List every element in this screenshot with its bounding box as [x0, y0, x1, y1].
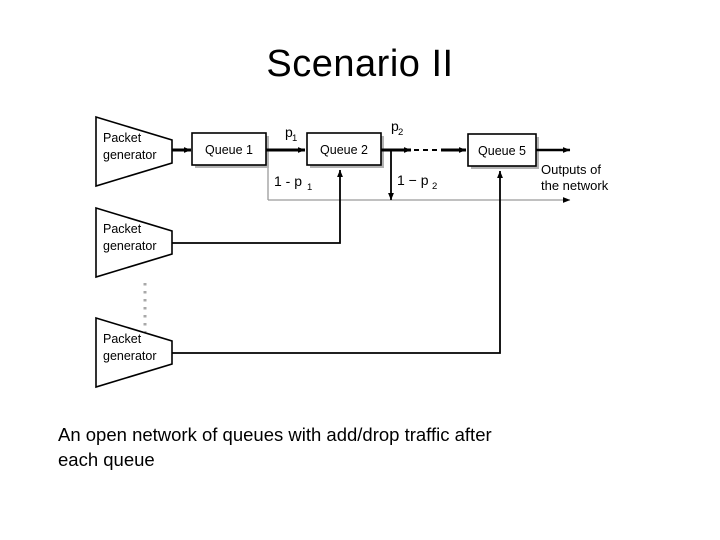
- page-title: Scenario II: [266, 43, 454, 85]
- link-gen3-to-queue5: [172, 170, 503, 354]
- probability-label-one-minus-p1-sub: 1: [307, 182, 312, 193]
- probability-label-p2-sub: 2: [398, 127, 403, 138]
- packet-generator-3: Packet generator: [95, 316, 173, 389]
- queue-2-rect: [306, 132, 382, 166]
- packet-generator-2: Packet generator: [95, 206, 173, 279]
- packet-generator-1-label-line1: Packet: [103, 131, 142, 145]
- probability-label-one-minus-p2-sub: 2: [432, 181, 437, 192]
- link-gen2-to-queue2: [172, 169, 343, 244]
- probability-label-one-minus-p2: 1 − p 2: [397, 172, 437, 192]
- probability-label-p1-sub: 1: [292, 133, 297, 144]
- probability-label-one-minus-p1: 1 - p 1: [274, 173, 312, 193]
- probability-label-one-minus-p1-base: 1 - p: [274, 173, 302, 189]
- queue-1-box: Queue 1: [191, 132, 269, 168]
- probability-label-p1: p 1: [285, 124, 297, 144]
- queue-5-label: Queue 5: [478, 144, 526, 158]
- queue-5-rect: [467, 133, 537, 167]
- probability-label-p2-base: p: [391, 118, 399, 134]
- packet-generator-1-shape: [95, 115, 173, 188]
- slide-caption: An open network of queues with add/drop …: [58, 424, 492, 470]
- packet-generator-2-label-line1: Packet: [103, 222, 142, 236]
- packet-generator-3-label-line2: generator: [103, 349, 157, 363]
- network-output-label: Outputs of the network: [541, 162, 609, 193]
- probability-label-one-minus-p2-base: 1 − p: [397, 172, 429, 188]
- network-output-label-line1: Outputs of: [541, 162, 601, 177]
- packet-generator-1-label-line2: generator: [103, 148, 157, 162]
- probability-label-p2: p 2: [391, 118, 403, 138]
- queue-2-box: Queue 2: [306, 132, 384, 168]
- network-output-label-line2: the network: [541, 178, 609, 193]
- packet-generator-2-shape: [95, 206, 173, 279]
- queue-5-box: Queue 5: [467, 133, 539, 169]
- packet-generator-3-shape: [95, 316, 173, 389]
- packet-generator-2-label-line2: generator: [103, 239, 157, 253]
- queue-1-label: Queue 1: [205, 143, 253, 157]
- queue-2-label: Queue 2: [320, 143, 368, 157]
- probability-label-p1-base: p: [285, 124, 293, 140]
- packet-generator-1: Packet generator: [95, 115, 173, 188]
- packet-generator-3-label-line1: Packet: [103, 332, 142, 346]
